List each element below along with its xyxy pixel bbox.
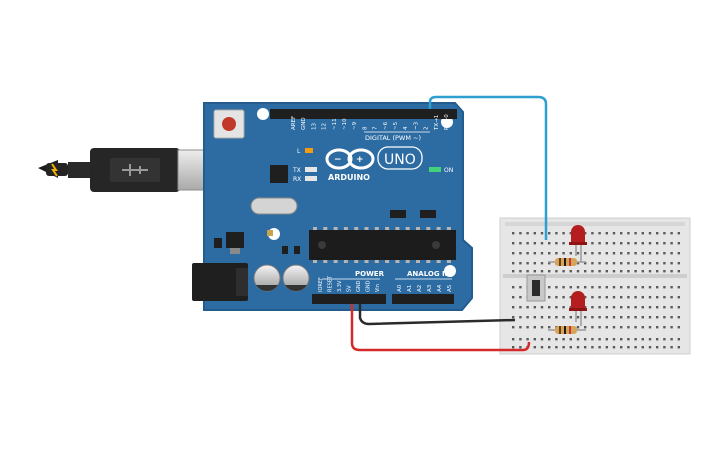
analog-pin-label: A2	[417, 285, 423, 292]
digital-pin-label: AREF	[291, 116, 297, 130]
capacitor-right	[282, 264, 310, 292]
digital-pin-label: 2	[424, 127, 430, 131]
digital-pin-label: ~9	[352, 121, 358, 130]
on-led-label: ON	[444, 167, 453, 174]
on-led	[429, 167, 441, 172]
digital-pin-label: 8	[362, 126, 368, 130]
wire-red[interactable]	[350, 304, 531, 352]
arduino-uno-board[interactable]: AREF GND 13 12 ~11 ~10 ~9 8 7 ~6 ~5 4 ~3 2 TX→1 RX←0 DI…	[192, 102, 473, 311]
power-pin-label: RESET	[328, 275, 334, 292]
rx-led-label: RX	[293, 176, 301, 183]
tx-led-label: TX	[292, 167, 301, 174]
power-jack[interactable]	[192, 263, 248, 301]
analog-label: ANALOG IN	[407, 270, 451, 278]
power-pin-label: GND	[366, 280, 372, 292]
digital-pin-label: ~5	[393, 121, 399, 130]
analog-pin-label: A5	[447, 284, 453, 292]
analog-header[interactable]	[392, 294, 454, 304]
reset-button-icon[interactable]	[213, 109, 245, 139]
wire-black[interactable]	[358, 304, 516, 326]
regulator	[226, 232, 244, 248]
arduino-infinity-logo-icon: − +	[325, 148, 375, 170]
analog-pin-label: A1	[407, 285, 413, 292]
analog-pin-label: A4	[437, 284, 443, 292]
svg-text:−: −	[334, 155, 342, 165]
digital-pin-label: GND	[301, 117, 307, 130]
brand-label: ARDUINO	[328, 173, 370, 182]
power-pin-label: 3.3V	[337, 280, 343, 292]
power-pin-label: GND	[356, 280, 362, 292]
digital-pin-label: ~3	[413, 121, 419, 130]
analog-pin-label: A3	[427, 284, 433, 292]
power-pin-label: Vin	[375, 284, 381, 292]
digital-pin-label: ~11	[332, 118, 338, 130]
power-label: POWER	[355, 270, 385, 278]
rx-led	[305, 176, 317, 181]
analog-pin-labels: A0 A1 A2 A3 A4 A5	[397, 284, 453, 292]
tx-led	[305, 167, 317, 172]
digital-pin-label: 13	[311, 123, 317, 130]
digital-pin-label: ~6	[383, 121, 389, 130]
l-led	[305, 148, 313, 153]
pushbutton-icon[interactable]	[526, 274, 546, 302]
digital-pin-label: 4	[403, 126, 409, 130]
digital-pin-label: 7	[373, 126, 379, 130]
digital-pin-label: RX←0	[444, 114, 450, 130]
led-icon-2[interactable]	[569, 291, 587, 326]
digital-pin-label: TX→1	[434, 115, 440, 131]
analog-pin-label: A0	[397, 284, 403, 292]
svg-text:+: +	[356, 155, 364, 165]
power-pin-label: IOREF	[318, 277, 324, 292]
digital-pin-label: 12	[322, 123, 328, 130]
power-pin-label: 5V	[347, 285, 353, 292]
l-led-label: L	[297, 148, 301, 155]
wire-blue[interactable]	[428, 95, 548, 240]
power-header[interactable]	[312, 294, 386, 304]
resistor-icon-2[interactable]	[548, 326, 586, 334]
atmega-chip	[309, 227, 456, 263]
led-icon[interactable]	[569, 225, 587, 262]
resistor-icon[interactable]	[548, 258, 586, 266]
capacitor-left	[253, 264, 281, 292]
crystal	[250, 197, 298, 215]
model-label: UNO	[384, 152, 416, 168]
usb-chip	[270, 165, 288, 183]
digital-header[interactable]	[270, 109, 457, 119]
digital-pin-label: ~10	[342, 118, 348, 130]
digital-pin-labels: AREF GND 13 12 ~11 ~10 ~9 8 7 ~6 ~5 4 ~3 2 TX→1 RX←0	[291, 114, 450, 131]
digital-label: DIGITAL (PWM ~)	[365, 134, 421, 142]
